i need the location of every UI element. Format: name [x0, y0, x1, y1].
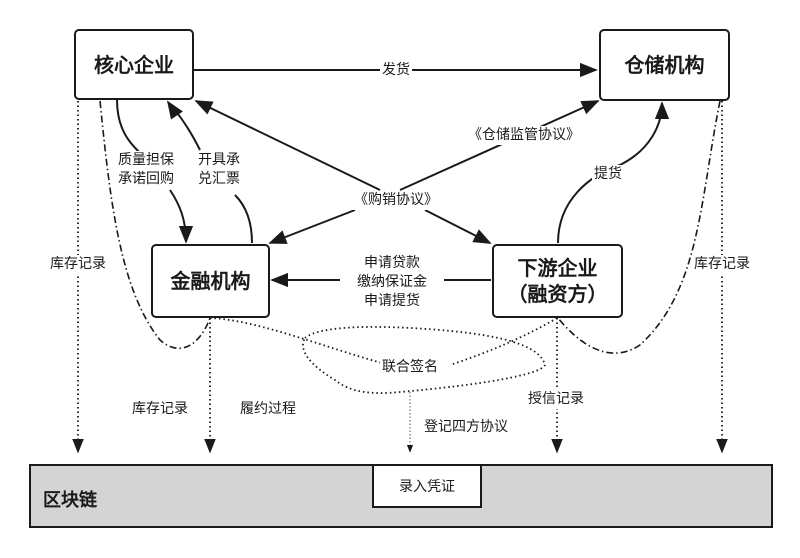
node-finance-label: 金融机构 [170, 269, 251, 293]
label-pickup: 提货 [592, 165, 624, 184]
label-bill-line1: 开具承 [198, 152, 240, 168]
node-voucher-label: 录入凭证 [399, 479, 455, 495]
label-inventory-right: 库存记录 [692, 255, 752, 274]
node-finance: 金融机构 [151, 244, 270, 318]
label-apply-line1: 申请贷款 [364, 255, 420, 271]
edge-dashdot-left [99, 100, 211, 350]
node-warehouse: 仓储机构 [599, 29, 730, 101]
label-guarantee: 质量担保 承诺回购 [116, 151, 176, 189]
node-downstream: 下游企业 （融资方） [492, 244, 623, 318]
node-warehouse-label: 仓储机构 [624, 53, 705, 77]
edge-sales-to-finance [268, 209, 356, 244]
edge-sales-to-downstream [424, 209, 492, 244]
label-warehouse-agreement: 《仓储监管协议》 [466, 126, 582, 145]
label-ship: 发货 [380, 61, 412, 80]
joint-sign-loop [302, 326, 546, 394]
node-downstream-label-2: （融资方） [507, 282, 608, 306]
label-joint-sign: 联合签名 [380, 358, 440, 377]
label-apply-line2: 缴纳保证金 [357, 273, 427, 290]
label-guarantee-line1: 质量担保 [118, 152, 174, 168]
blockchain-label: 区块链 [43, 490, 97, 511]
label-credit: 授信记录 [526, 390, 586, 409]
label-performance: 履约过程 [240, 401, 296, 417]
label-apply: 申请贷款 缴纳保证金 申请提货 [340, 254, 444, 311]
node-core-enterprise-label: 核心企业 [94, 52, 174, 77]
label-inventory-left: 库存记录 [48, 255, 108, 274]
node-downstream-label-1: 下游企业 [517, 256, 598, 280]
label-apply-line3: 申请提货 [364, 292, 420, 309]
label-bill: 开具承 兑汇票 [196, 151, 242, 189]
node-core-enterprise: 核心企业 [74, 29, 194, 100]
label-bill-line2: 兑汇票 [198, 170, 240, 187]
node-voucher: 录入凭证 [372, 464, 482, 508]
edge-sales-to-core [194, 100, 381, 191]
label-guarantee-line2: 承诺回购 [118, 170, 174, 187]
label-sales-agreement: 《购销协议》 [352, 191, 440, 210]
edge-dashdot-right [557, 100, 721, 354]
label-inventory-finance: 库存记录 [132, 401, 188, 417]
edge-warehouse-agreement [399, 100, 600, 191]
label-register: 登记四方协议 [424, 419, 508, 435]
